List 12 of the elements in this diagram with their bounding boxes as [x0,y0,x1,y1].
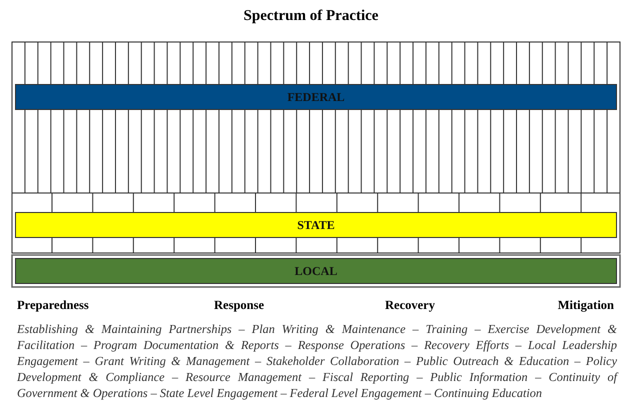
phase-label: Recovery [385,298,435,313]
title: Spectrum of Practice [242,8,380,25]
phase-label: Preparedness [17,298,89,313]
level-bar [15,84,617,110]
level-label: FEDERAL [287,90,345,104]
phase-label: Mitigation [558,298,614,313]
level-label: STATE [297,218,335,232]
level-bar [15,258,617,284]
level-label: LOCAL [294,264,338,278]
activity-list: Establishing & Maintaining Partnerships – Plan Writing & Maintenance – Training – Exercise Development & Facilitation – Program Documentation & Reports – Response Operations – Recovery Efforts – Local Leadership Engagement – Grant Writing & Management – Stakeholder Collaboration – Public Outreach & Education – Policy Development & Compliance – Resource Management – Fiscal Reporting – Public Information – Continuity of Government & Operations – State Level Engagement – Federal Level Engagement – Continuing Education [17,321,617,401]
level-bar [15,212,617,238]
phase-label: Response [214,298,264,313]
